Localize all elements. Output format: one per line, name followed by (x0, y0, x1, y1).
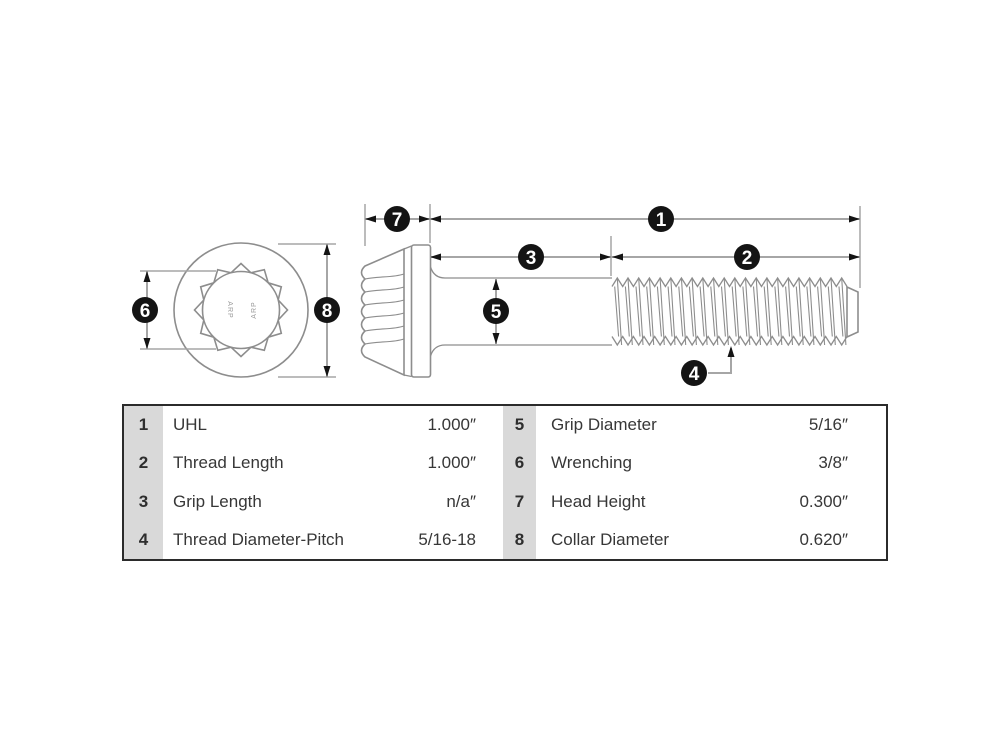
row-number: 1 (124, 406, 163, 445)
callout-badge-6: 6 (132, 297, 158, 323)
bolt-end-view: ARP ARP (173, 242, 309, 378)
row-number: 4 (124, 520, 163, 559)
callout-badge-5: 5 (483, 298, 509, 324)
head-cone-top (403, 245, 412, 250)
callout-badge-8: 8 (314, 297, 340, 323)
bolt-tip-chamfer (846, 285, 859, 339)
arrow-right-icon (849, 215, 860, 223)
row-label: Wrenching (551, 453, 632, 473)
socket-circle (201, 270, 281, 350)
thread-top-outline (611, 276, 848, 288)
arrow-left-icon (430, 215, 441, 223)
leader-thread-pitch (708, 348, 732, 374)
svg-text:7: 7 (392, 210, 403, 231)
arrow-up-icon (143, 271, 151, 282)
head-flutes (364, 273, 405, 345)
arrow-left-icon (612, 253, 623, 261)
thread-section (611, 276, 859, 347)
row-number: 7 (503, 482, 536, 521)
row-label: Thread Diameter-Pitch (173, 529, 345, 549)
row-label: Thread Length (173, 453, 284, 473)
head-cone-bottom (403, 374, 412, 378)
bolt-side-view (360, 244, 859, 378)
arrow-right-icon (849, 253, 860, 261)
arrow-down-icon (323, 366, 331, 377)
row-number: 3 (124, 482, 163, 521)
shank-top-edge (429, 266, 612, 279)
arrow-down-icon (143, 338, 151, 349)
bolt-dimension-diagram: ARP ARP (132, 204, 861, 386)
callout-badge-7: 7 (384, 206, 410, 232)
row-number: 6 (503, 444, 536, 483)
spec-table: 1 UHL 1.000″ 2 Thread Length 1.000″ 3 Gr… (122, 404, 888, 561)
row-value: 3/8″ (818, 453, 848, 473)
row-label: Grip Diameter (551, 415, 657, 435)
row-number: 5 (503, 406, 536, 445)
arrow-up-icon (323, 244, 331, 255)
dimension-arrows (143, 215, 860, 377)
bolt-head-profile (360, 247, 405, 377)
brand-stamp-left: ARP (226, 301, 233, 318)
svg-text:2: 2 (742, 248, 753, 269)
row-label: Collar Diameter (551, 529, 670, 549)
callout-badge-3: 3 (518, 244, 544, 270)
row-value: 5/16″ (808, 415, 848, 435)
row-label: Head Height (551, 491, 646, 511)
row-number: 2 (124, 444, 163, 483)
row-value: 1.000″ (427, 453, 476, 473)
arrow-right-icon (419, 215, 430, 223)
arrow-up-icon (727, 346, 735, 357)
arrow-right-icon (600, 253, 611, 261)
thread-bottom-outline (611, 335, 848, 347)
collar-flange (410, 244, 432, 378)
arrow-left-icon (365, 215, 376, 223)
row-label: UHL (173, 415, 208, 435)
row-value: 0.620″ (799, 529, 848, 549)
arrow-left-icon (430, 253, 441, 261)
row-value: 0.300″ (799, 491, 848, 511)
svg-text:5: 5 (491, 302, 502, 323)
callout-badge-4: 4 (681, 360, 707, 386)
shank-bottom-edge (429, 344, 612, 357)
row-label: Grip Length (173, 491, 262, 511)
arrow-up-icon (492, 279, 500, 290)
callout-badge-1: 1 (648, 206, 674, 232)
thread-flank-lines (614, 277, 847, 346)
arrow-down-icon (492, 333, 500, 344)
row-value: 5/16-18 (418, 529, 476, 549)
svg-text:3: 3 (526, 248, 537, 269)
row-number: 8 (503, 520, 536, 559)
spec-table-left-half: 1 UHL 1.000″ 2 Thread Length 1.000″ 3 Gr… (124, 406, 503, 559)
svg-text:4: 4 (689, 364, 700, 385)
svg-text:1: 1 (656, 210, 667, 231)
callout-badges: 1 2 3 4 5 6 7 (132, 206, 760, 386)
svg-text:6: 6 (140, 301, 151, 322)
spec-table-right-half: 5 Grip Diameter 5/16″ 6 Wrenching 3/8″ 7… (503, 406, 886, 559)
svg-text:8: 8 (322, 301, 333, 322)
row-value: n/a″ (446, 491, 476, 511)
callout-badge-2: 2 (734, 244, 760, 270)
row-value: 1.000″ (427, 415, 476, 435)
brand-stamp-right: ARP (251, 301, 258, 318)
